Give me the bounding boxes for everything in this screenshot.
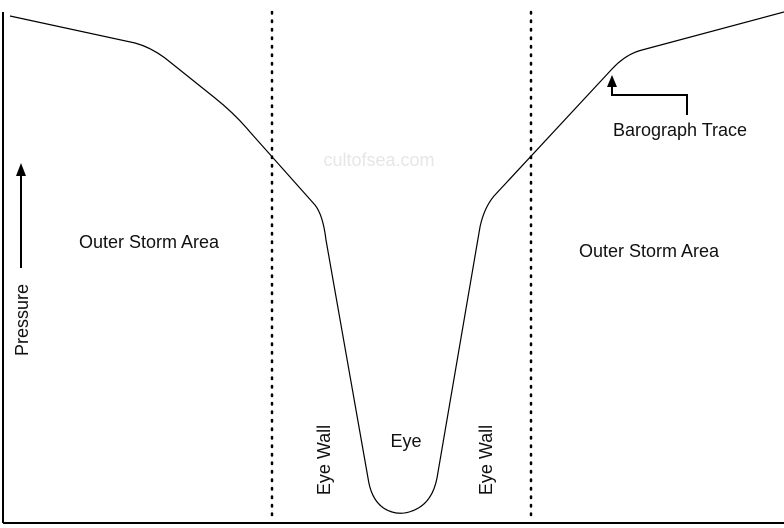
pressure-label: Pressure (12, 284, 32, 356)
pressure-arrow-head-icon (16, 163, 26, 176)
outer-storm-area-right-label: Outer Storm Area (579, 241, 720, 261)
barograph-trace-label: Barograph Trace (613, 120, 747, 140)
eye-wall-right-label: Eye Wall (476, 425, 496, 495)
outer-storm-area-left-label: Outer Storm Area (79, 232, 220, 252)
eye-label: Eye (390, 431, 421, 451)
barograph-pointer-line (611, 84, 688, 115)
barograph-trace-curve (9, 11, 784, 514)
barograph-pointer-head-icon (607, 75, 617, 87)
watermark: cultofsea.com (323, 150, 434, 170)
eye-wall-left-label: Eye Wall (314, 425, 334, 495)
